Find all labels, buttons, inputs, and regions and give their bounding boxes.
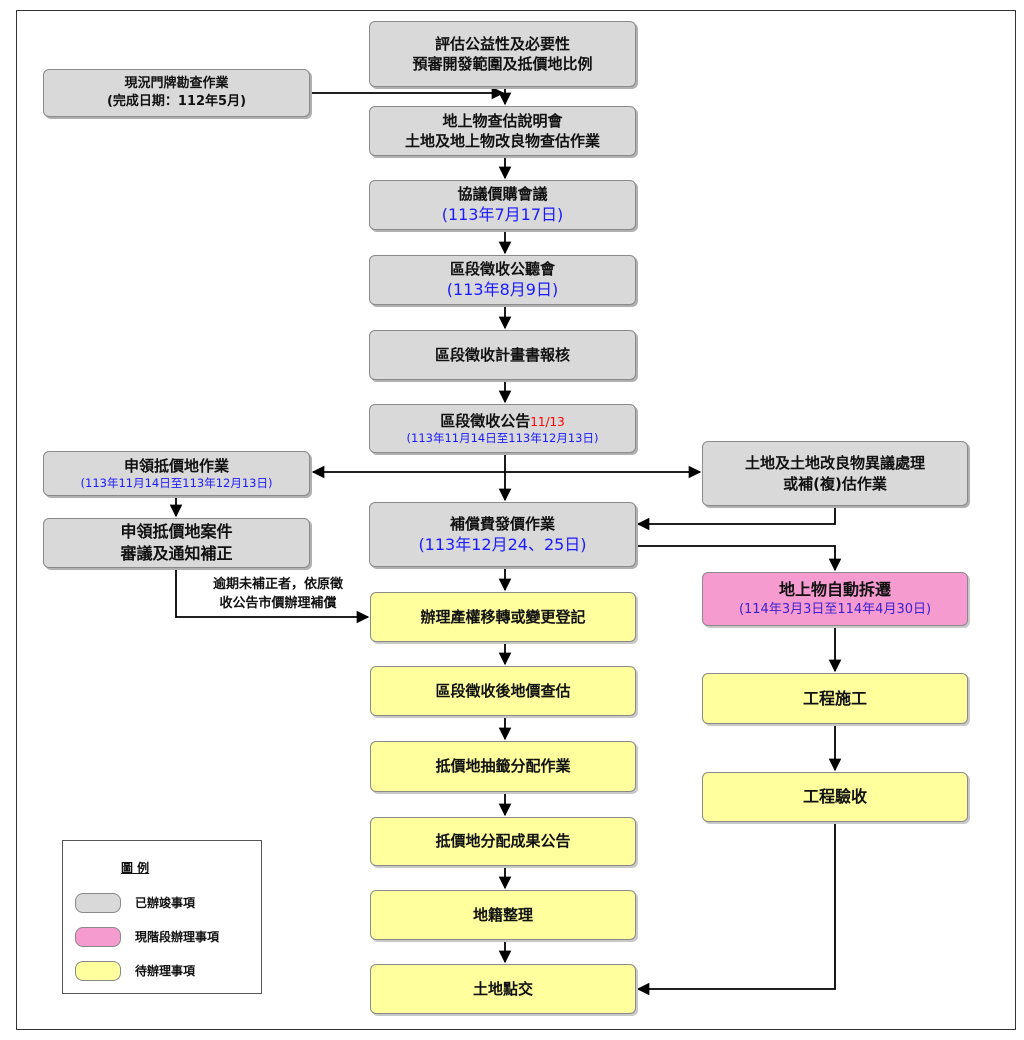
node-construction-line1: 工程施工 bbox=[802, 688, 867, 708]
node-acceptance: 工程驗收 bbox=[702, 772, 968, 822]
node-evaluate-line2: 預審開發範圍及抵價地比例 bbox=[412, 55, 593, 73]
node-lottery-line1: 抵價地抽籤分配作業 bbox=[435, 757, 571, 776]
node-apply-land: 申領抵價地作業 (113年11月14日至113年12月13日) bbox=[43, 451, 310, 496]
arrow-acceptance-to-handover bbox=[636, 822, 836, 996]
diagram-frame bbox=[16, 10, 1016, 1030]
node-transfer: 辦理產權移轉或變更登記 bbox=[370, 592, 636, 642]
node-announcement-line1: 區段徵收公告 bbox=[440, 411, 531, 430]
legend-swatch-current bbox=[75, 927, 121, 947]
legend-title: 圖 例 bbox=[121, 861, 150, 875]
node-announcement: 區段徵收公告11/13 (113年11月14日至113年12月13日) bbox=[369, 404, 636, 453]
node-acceptance-line1: 工程驗收 bbox=[802, 787, 867, 807]
note-overdue-line1: 逾期未補正者，依原徵 bbox=[212, 577, 343, 592]
legend-swatch-done bbox=[75, 893, 121, 913]
node-compensation-date: (113年12月24、25日) bbox=[418, 534, 587, 554]
node-announcement-date: (113年11月14日至113年12月13日) bbox=[406, 430, 599, 445]
node-doorplate-line1: 現況門牌勘查作業 bbox=[124, 76, 229, 92]
node-evaluate-line1: 評估公益性及必要性 bbox=[434, 34, 570, 53]
node-plan-review: 區段徵收計畫書報核 bbox=[369, 330, 636, 380]
legend-label-current: 現階段辦理事項 bbox=[135, 930, 220, 944]
node-cadastral-line1: 地籍整理 bbox=[472, 905, 533, 924]
node-result-line1: 抵價地分配成果公告 bbox=[435, 832, 571, 851]
node-cadastral: 地籍整理 bbox=[370, 890, 636, 940]
node-negotiation: 協議價購會議 (113年7月17日) bbox=[369, 180, 636, 230]
node-evaluate: 評估公益性及必要性 預審開發範圍及抵價地比例 bbox=[369, 21, 636, 87]
node-hearing-line1: 區段徵收公聽會 bbox=[449, 260, 555, 279]
node-handover-line1: 土地點交 bbox=[472, 979, 533, 998]
node-objection-line2: 或補(複)估作業 bbox=[783, 474, 887, 493]
node-doorplate: 現況門牌勘查作業 (完成日期：112年5月) bbox=[43, 69, 310, 117]
node-negotiation-line1: 協議價購會議 bbox=[457, 185, 548, 204]
node-lottery: 抵價地抽籤分配作業 bbox=[370, 741, 636, 792]
arrow-objection-to-compensation bbox=[636, 506, 836, 531]
note-overdue-line2: 收公告市價辦理補償 bbox=[219, 595, 337, 611]
node-apply-land-date: (113年11月14日至113年12月13日) bbox=[80, 475, 273, 490]
node-objection-line1: 土地及土地改良物異議處理 bbox=[744, 454, 925, 473]
legend: 圖 例 已辦竣事項 現階段辦理事項 待辦理事項 bbox=[62, 840, 262, 994]
arrow-review-to-transfer bbox=[175, 568, 370, 624]
node-announcement-title: 區段徵收公告11/13 bbox=[440, 411, 565, 431]
arrow-compensation-to-demolition bbox=[637, 545, 842, 572]
node-post-appraisal: 區段徵收後地價查估 bbox=[370, 666, 636, 716]
node-survey-line1: 地上物查估說明會 bbox=[442, 111, 563, 130]
node-result: 抵價地分配成果公告 bbox=[370, 817, 636, 866]
node-apply-review-line2: 審議及通知補正 bbox=[120, 544, 233, 563]
node-apply-land-line1: 申領抵價地作業 bbox=[123, 456, 229, 475]
note-overdue: 逾期未補正者，依原徵 收公告市價辦理補償 bbox=[188, 576, 368, 614]
node-negotiation-date: (113年7月17日) bbox=[441, 205, 564, 225]
node-hearing: 區段徵收公聽會 (113年8月9日) bbox=[369, 255, 636, 305]
node-apply-review-line1: 申領抵價地案件 bbox=[120, 522, 233, 542]
node-construction: 工程施工 bbox=[702, 673, 968, 724]
node-objection: 土地及土地改良物異議處理 或補(複)估作業 bbox=[702, 441, 968, 506]
node-hearing-date: (113年8月9日) bbox=[446, 280, 559, 300]
node-compensation: 補償費發價作業 (113年12月24、25日) bbox=[369, 502, 636, 567]
node-survey-line2: 土地及地上物改良物查估作業 bbox=[404, 132, 600, 150]
legend-label-todo: 待辦理事項 bbox=[135, 964, 196, 978]
legend-label-done: 已辦竣事項 bbox=[135, 896, 196, 910]
node-demolition: 地上物自動拆遷 (114年3月3日至114年4月30日) bbox=[702, 572, 968, 626]
node-plan-review-line1: 區段徵收計畫書報核 bbox=[434, 345, 570, 364]
node-apply-review: 申領抵價地案件 審議及通知補正 bbox=[43, 518, 310, 568]
node-demolition-line1: 地上物自動拆遷 bbox=[778, 580, 891, 600]
node-doorplate-line2: (完成日期：112年5月) bbox=[106, 94, 247, 109]
node-post-appraisal-line1: 區段徵收後地價查估 bbox=[435, 681, 571, 700]
node-survey: 地上物查估說明會 土地及地上物改良物查估作業 bbox=[369, 106, 636, 156]
node-demolition-date: (114年3月3日至114年4月30日) bbox=[738, 602, 932, 618]
legend-swatch-todo bbox=[75, 961, 121, 981]
node-announcement-flag: 11/13 bbox=[530, 414, 565, 429]
node-handover: 土地點交 bbox=[370, 964, 636, 1014]
node-compensation-line1: 補償費發價作業 bbox=[449, 514, 555, 533]
node-transfer-line1: 辦理產權移轉或變更登記 bbox=[420, 607, 586, 626]
